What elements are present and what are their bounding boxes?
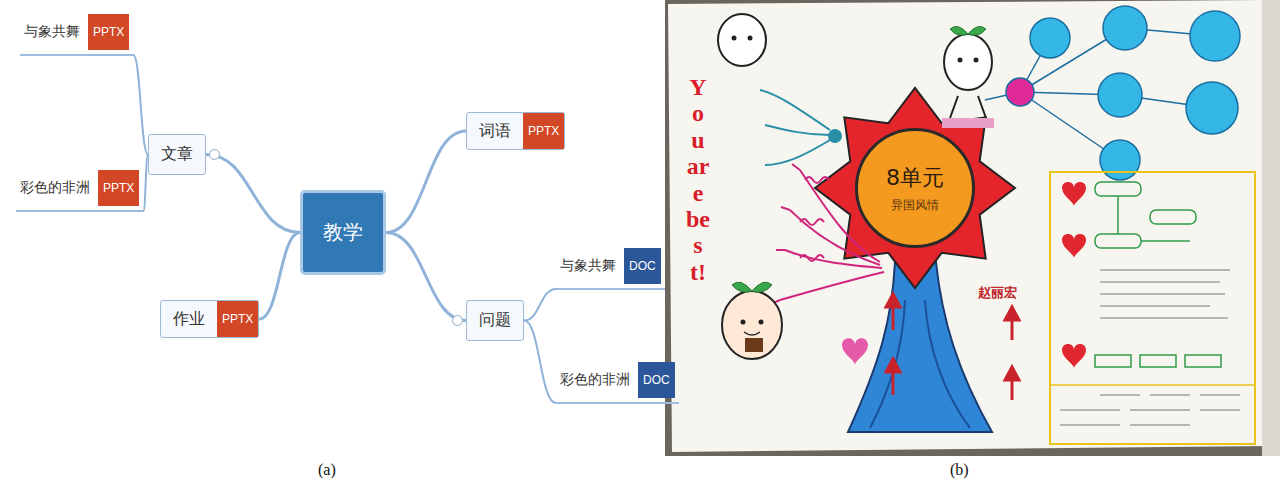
file-badge: PPTX [98,170,139,206]
branch-line [524,289,556,321]
branch-line [133,55,148,155]
branch-box: 文章 [148,134,206,175]
file-badge: PPTX [88,14,129,50]
node-label: 彩色的非洲 [20,179,90,197]
topic-leaf: 彩色的非洲 PPTX [16,170,143,212]
node-label: 与象共舞 [24,23,80,41]
topic-leaf: 与象共舞 DOC [556,248,665,290]
branch-box: 作业 PPTX [160,300,259,338]
center-label: 教学 [323,219,363,246]
node-label: 词语 [479,121,511,142]
file-badge: PPTX [217,301,258,337]
branch-line [206,155,300,233]
branch-box: 问题 [466,300,524,341]
node-label: 文章 [161,144,193,165]
branch-line [259,233,300,320]
panel-caption: (a) [318,461,336,479]
unit-sun: 8单元异国风情 [855,128,975,248]
branch-line [386,233,466,321]
topic-leaf: 与象共舞 PPTX [20,14,133,56]
vertical-slogan: You are best! [686,74,710,285]
branch-line [524,321,556,404]
node-label: 问题 [479,310,511,331]
author-note: 赵丽宏 [978,284,1017,302]
node-label: 作业 [173,309,205,330]
file-badge: PPTX [523,113,564,149]
unit-subtitle: 异国风情 [891,197,939,214]
unit-title: 8单元 [886,163,944,193]
node-label: 与象共舞 [560,257,616,275]
file-badge: DOC [624,248,661,284]
branch-line [386,131,466,233]
branch-box: 词语 PPTX [466,112,565,150]
central-topic: 教学 [300,190,386,275]
file-badge: DOC [638,362,675,398]
panel-caption: (b) [950,461,969,479]
topic-leaf: 彩色的非洲 DOC [556,362,679,404]
node-label: 彩色的非洲 [560,371,630,389]
